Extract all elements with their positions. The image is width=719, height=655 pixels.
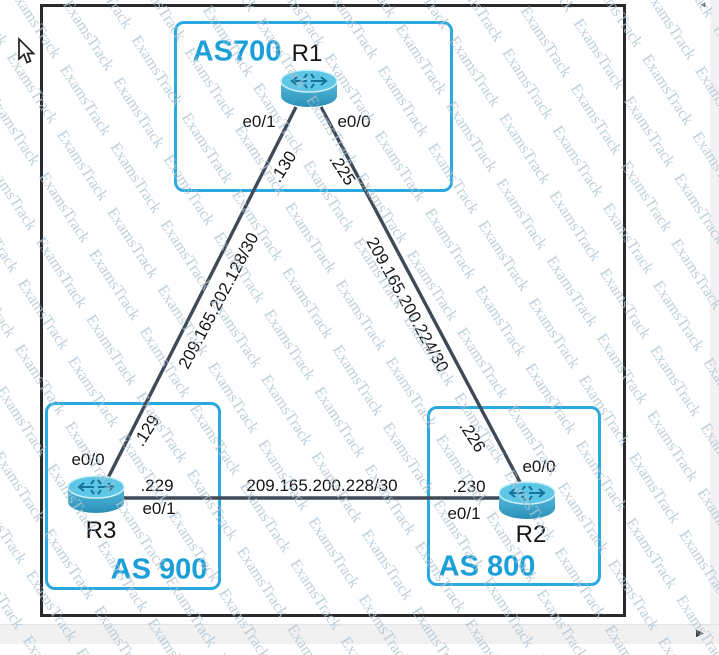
r2-e01-iface-label: e0/1 bbox=[447, 504, 481, 523]
r2-e00-iface-label: e0/0 bbox=[522, 457, 556, 476]
as700-label: AS700 bbox=[192, 35, 282, 68]
r3-r2-r2-ip-label: .230 bbox=[452, 477, 486, 496]
router-icon-r2 bbox=[498, 481, 556, 519]
scroll-top-mark-icon[interactable]: ◄ bbox=[699, 0, 707, 9]
r3-r2-subnet-label: 209.165.200.228/30 bbox=[246, 476, 398, 495]
scroll-right-arrow-icon[interactable]: ▶ bbox=[696, 628, 704, 639]
as900-box bbox=[45, 402, 221, 590]
router-r3-label: R3 bbox=[85, 517, 117, 544]
router-icon-r1 bbox=[280, 69, 338, 107]
as900-label: AS 900 bbox=[110, 553, 208, 586]
r3-e01-iface-label: e0/1 bbox=[142, 499, 176, 518]
topology-outer-frame bbox=[40, 4, 626, 617]
r1-e01-iface-label: e0/1 bbox=[242, 112, 276, 131]
link-r1-r2 bbox=[319, 106, 524, 487]
router-icon-r3 bbox=[67, 475, 125, 513]
as700-box bbox=[174, 21, 453, 192]
vertical-scrollbar[interactable] bbox=[710, 0, 719, 624]
horizontal-scrollbar[interactable] bbox=[0, 624, 719, 644]
as800-box bbox=[427, 406, 601, 586]
mouse-cursor-icon bbox=[18, 36, 36, 64]
r3-r2-r3-ip-label: .229 bbox=[140, 476, 174, 495]
router-r1-label: R1 bbox=[291, 40, 323, 67]
r3-e00-iface-label: e0/0 bbox=[71, 450, 105, 469]
r1-e00-iface-label: e0/0 bbox=[337, 112, 371, 131]
router-r2-label: R2 bbox=[515, 521, 547, 548]
link-r1-r3 bbox=[106, 106, 298, 479]
as800-label: AS 800 bbox=[438, 550, 536, 583]
